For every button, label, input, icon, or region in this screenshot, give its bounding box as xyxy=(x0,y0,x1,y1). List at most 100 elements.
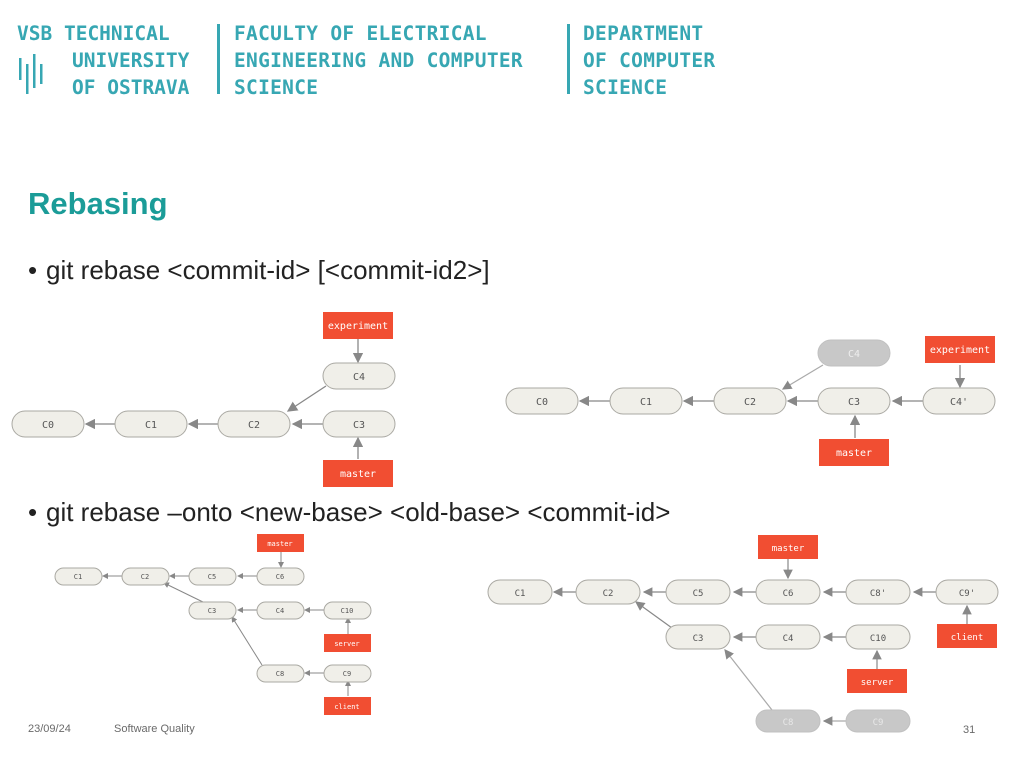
commit-node: C3 xyxy=(188,601,237,620)
svg-text:master: master xyxy=(267,540,292,548)
commit-node: C9 xyxy=(323,664,372,683)
commit-node: C4 xyxy=(256,601,305,620)
svg-text:server: server xyxy=(861,678,894,688)
commit-node: C6 xyxy=(755,579,821,605)
svg-text:client: client xyxy=(334,703,359,711)
commit-node: C3 xyxy=(817,387,891,415)
svg-text:C2: C2 xyxy=(248,420,260,431)
branch-label: client xyxy=(324,697,371,715)
commit-node: C6 xyxy=(256,567,305,586)
branch-label: master xyxy=(257,534,304,552)
svg-text:C4: C4 xyxy=(353,372,365,383)
svg-text:C3: C3 xyxy=(208,607,216,615)
ghost-commit-node: C8 xyxy=(755,709,821,733)
svg-text:C4: C4 xyxy=(276,607,284,615)
svg-text:C8: C8 xyxy=(276,670,284,678)
svg-text:C4: C4 xyxy=(783,634,794,644)
svg-text:experiment: experiment xyxy=(328,321,388,332)
bullet-dot-icon: • xyxy=(28,255,38,285)
commit-node: C3 xyxy=(322,410,396,438)
svg-text:C3: C3 xyxy=(693,634,704,644)
branch-label: server xyxy=(847,669,907,693)
svg-text:C3: C3 xyxy=(353,420,365,431)
svg-text:C1: C1 xyxy=(145,420,157,431)
branch-label: server xyxy=(324,634,371,652)
branch-label: experiment xyxy=(323,312,393,339)
commit-node: C0 xyxy=(11,410,85,438)
bullet-text: git rebase <commit-id> [<commit-id2>] xyxy=(46,255,490,285)
svg-text:C10: C10 xyxy=(870,634,886,644)
commit-graph-before-onto: C1 C2 C5 C6 C3 C4 C10 C8 C9 master serve… xyxy=(54,534,372,715)
svg-text:C8: C8 xyxy=(783,718,794,728)
department-name: DEPARTMENT OF COMPUTER SCIENCE xyxy=(583,22,716,99)
svg-text:experiment: experiment xyxy=(930,345,990,356)
svg-text:C1: C1 xyxy=(74,573,82,581)
slide-header: VSB TECHNICAL UNIVERSITY OF OSTRAVA FACU… xyxy=(0,0,1024,110)
svg-text:C2: C2 xyxy=(603,589,614,599)
commit-graph-before-rebase: C0 C1 C2 C4 C3 experiment master xyxy=(11,312,396,487)
svg-text:C6: C6 xyxy=(276,573,284,581)
bullet-item: • git rebase –onto <new-base> <old-base> … xyxy=(28,497,670,528)
svg-text:client: client xyxy=(951,633,984,643)
commit-node: C1 xyxy=(54,567,103,586)
svg-text:C4': C4' xyxy=(950,397,968,408)
commit-node: C8 xyxy=(256,664,305,683)
university-name: VSB TECHNICAL UNIVERSITY OF OSTRAVA xyxy=(17,22,190,99)
commit-node: C4 xyxy=(322,362,396,390)
footer-date: 23/09/24 xyxy=(28,723,71,735)
footer-course: Software Quality xyxy=(114,723,195,735)
faculty-name: FACULTY OF ELECTRICAL ENGINEERING AND CO… xyxy=(234,22,523,99)
svg-text:C3: C3 xyxy=(848,397,860,408)
commit-node: C10 xyxy=(845,624,911,650)
svg-text:C1: C1 xyxy=(515,589,526,599)
svg-text:C9: C9 xyxy=(873,718,884,728)
commit-node: C4 xyxy=(755,624,821,650)
svg-text:C2: C2 xyxy=(744,397,756,408)
commit-node: C3 xyxy=(665,624,731,650)
branch-label: master xyxy=(819,439,889,466)
page-number: 31 xyxy=(963,724,976,736)
commit-graph-after-rebase: C0 C1 C2 C3 C4' C4 experiment master xyxy=(505,336,996,466)
commit-node: C10 xyxy=(323,601,372,620)
bullet-item: • git rebase <commit-id> [<commit-id2>] xyxy=(28,255,490,286)
svg-text:C1: C1 xyxy=(640,397,652,408)
commit-node: C0 xyxy=(505,387,579,415)
commit-node: C2 xyxy=(713,387,787,415)
commit-graph-after-onto: C1 C2 C5 C6 C8' C9' C3 C4 C10 C8 C9 xyxy=(487,535,999,733)
commit-node: C1 xyxy=(114,410,188,438)
svg-text:server: server xyxy=(334,640,359,648)
svg-text:C9: C9 xyxy=(343,670,351,678)
svg-text:C0: C0 xyxy=(42,420,54,431)
vsb-logo-icon xyxy=(19,54,43,94)
svg-text:C6: C6 xyxy=(783,589,794,599)
commit-node: C2 xyxy=(575,579,641,605)
slide-title: Rebasing xyxy=(28,186,168,221)
bullet-dot-icon: • xyxy=(28,497,38,527)
commit-node: C2 xyxy=(121,567,170,586)
commit-node: C1 xyxy=(609,387,683,415)
branch-label: client xyxy=(937,624,997,648)
svg-text:C2: C2 xyxy=(141,573,149,581)
commit-node: C4' xyxy=(922,387,996,415)
commit-node: C2 xyxy=(217,410,291,438)
svg-text:master: master xyxy=(836,448,872,459)
commit-node: C8' xyxy=(845,579,911,605)
branch-label: master xyxy=(758,535,818,559)
svg-text:C10: C10 xyxy=(341,607,354,615)
header-divider xyxy=(217,24,220,94)
svg-text:C9': C9' xyxy=(959,589,975,599)
branch-label: experiment xyxy=(925,336,995,363)
svg-text:master: master xyxy=(340,469,376,480)
header-divider xyxy=(567,24,570,94)
svg-text:master: master xyxy=(772,544,805,554)
ghost-commit-node: C9 xyxy=(845,709,911,733)
svg-text:C5: C5 xyxy=(693,589,704,599)
commit-node: C9' xyxy=(935,579,999,605)
bullet-text: git rebase –onto <new-base> <old-base> <… xyxy=(46,497,671,527)
ghost-commit-node: C4 xyxy=(817,339,891,367)
svg-text:C5: C5 xyxy=(208,573,216,581)
commit-node: C1 xyxy=(487,579,553,605)
svg-text:C0: C0 xyxy=(536,397,548,408)
commit-node: C5 xyxy=(188,567,237,586)
branch-label: master xyxy=(323,460,393,487)
